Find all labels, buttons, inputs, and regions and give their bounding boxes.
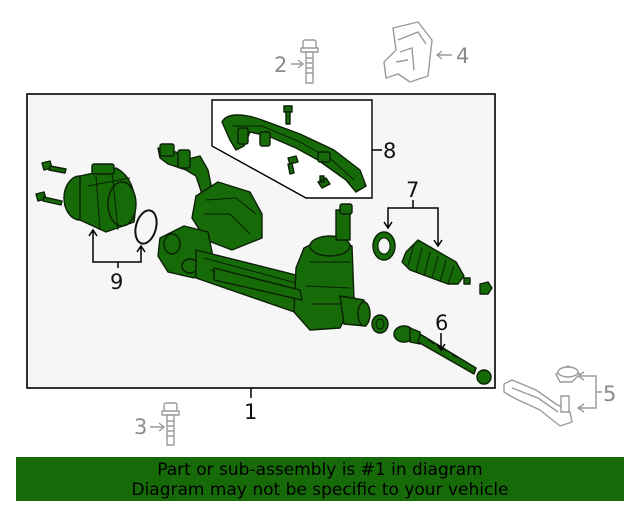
callout-3: 3 (134, 415, 147, 439)
leader-9 (88, 228, 146, 268)
notice-line-2: Diagram may not be specific to your vehi… (131, 480, 509, 500)
callout-1: 1 (244, 400, 257, 424)
boot-part-4[interactable] (383, 21, 433, 83)
motor-part-9[interactable] (35, 160, 137, 233)
leader-5 (576, 371, 602, 413)
callout-8: 8 (383, 139, 396, 163)
tie-rod-end-part-5[interactable] (503, 365, 581, 427)
callout-4: 4 (456, 44, 469, 68)
leader-4 (435, 50, 452, 60)
bolt-part-3[interactable] (161, 402, 180, 446)
callout-7: 7 (406, 178, 419, 202)
callout-9: 9 (110, 270, 123, 294)
callout-6: 6 (435, 311, 448, 335)
bracket-part-8[interactable] (221, 105, 367, 193)
o-ring-part-9[interactable] (132, 208, 160, 246)
callout-5: 5 (603, 382, 616, 406)
leader-6 (436, 333, 446, 352)
notice-banner: Part or sub-assembly is #1 in diagram Di… (16, 457, 624, 501)
steering-rack-part-1[interactable] (157, 143, 371, 331)
leader-3 (150, 422, 166, 432)
bolt-part-2[interactable] (300, 39, 319, 84)
leader-7 (383, 200, 443, 248)
leader-2 (291, 59, 305, 69)
callout-2: 2 (274, 53, 287, 77)
ring-part[interactable] (371, 314, 389, 334)
boot-kit-part-7[interactable] (372, 231, 493, 295)
notice-line-1: Part or sub-assembly is #1 in diagram (157, 460, 483, 480)
